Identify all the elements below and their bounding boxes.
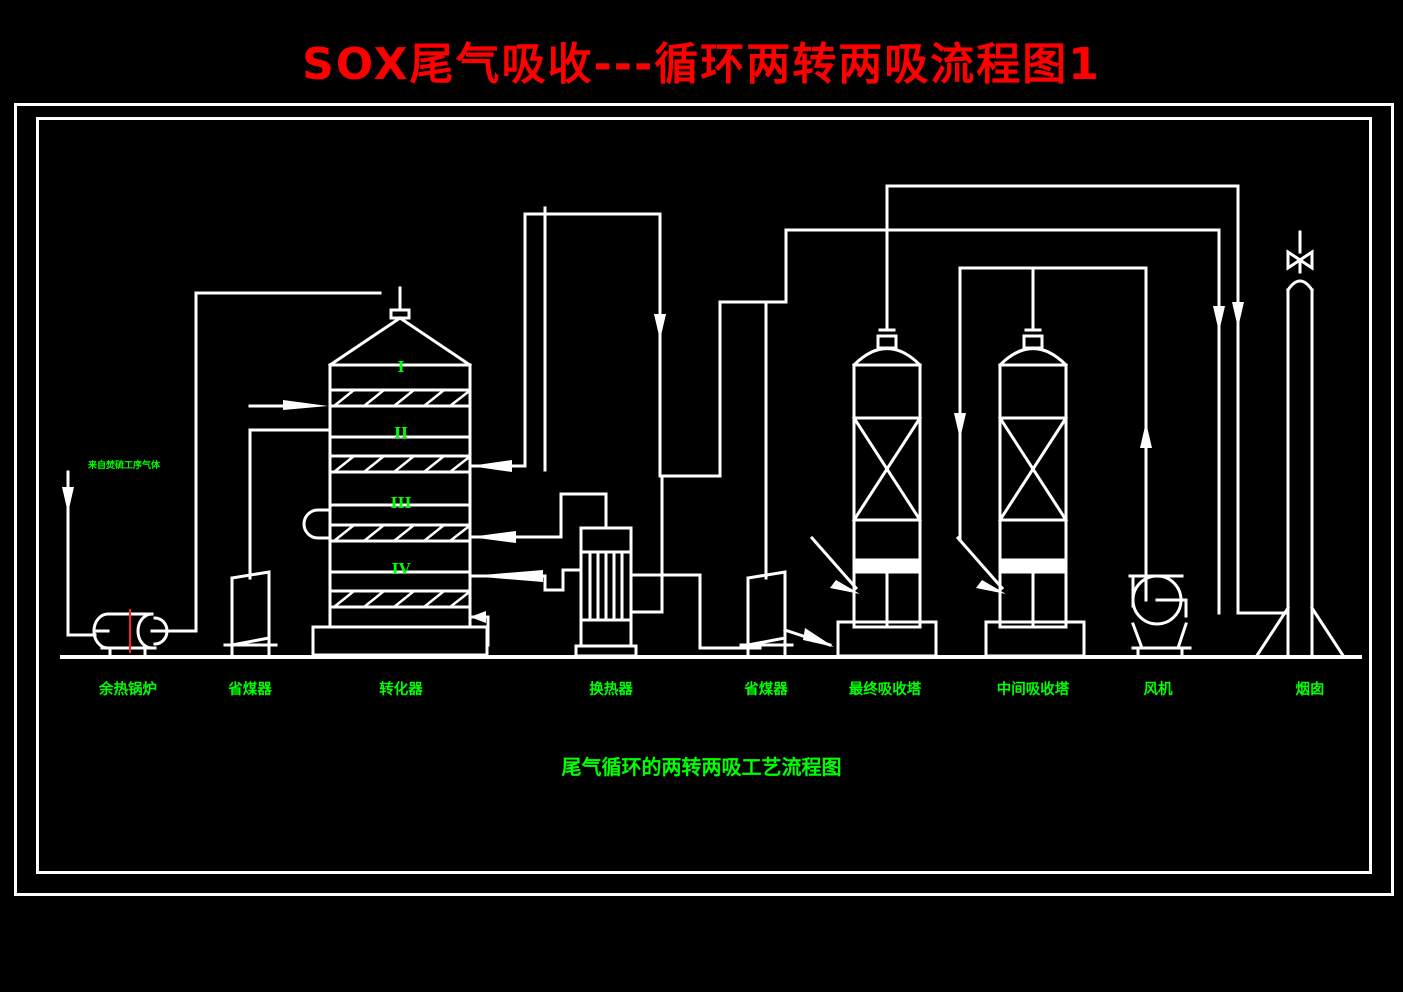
converter-bed-2-label: II xyxy=(393,424,409,442)
converter-outlet-arrow-heads xyxy=(470,460,543,623)
converter-bed-1-catalyst xyxy=(332,388,470,408)
equipment-label-converter: 转化器 xyxy=(379,682,423,698)
equipment-label-intermediate-absorber: 中间吸收塔 xyxy=(996,682,1070,698)
converter-side-loop xyxy=(302,508,332,540)
economizer-1-outlet-pipe xyxy=(248,428,332,562)
intermediate-absorber-gas-inlet-arrow xyxy=(955,535,1006,594)
heat-exchanger-symbol xyxy=(516,474,702,658)
equipment-label-economizer-1: 省煤器 xyxy=(228,682,272,698)
converter-bed-1-label: I xyxy=(397,358,405,376)
equipment-label-chimney: 烟囱 xyxy=(1295,682,1325,698)
economizer-2-outlet-pipe xyxy=(698,628,834,650)
final-absorption-tower-symbol xyxy=(836,310,938,658)
intermediate-absorber-inlet-from-top xyxy=(954,266,1035,542)
economizer-2-symbol xyxy=(739,300,794,659)
equipment-label-economizer-2: 省煤器 xyxy=(744,682,788,698)
border-frame-inner xyxy=(36,117,1372,874)
intermediate-absorption-tower-symbol xyxy=(984,310,1086,658)
converter-bed-3-label: III xyxy=(390,494,412,512)
final-absorber-outlet-pipe xyxy=(885,184,1290,615)
inlet-stream-label: 来自焚硫工序气体 xyxy=(88,461,161,471)
page-title: SOX尾气吸收---循环两转两吸流程图1 xyxy=(302,39,1101,90)
diagram-caption: 尾气循环的两转两吸工艺流程图 xyxy=(561,755,842,779)
converter-bed-4-label: IV xyxy=(391,560,411,578)
equipment-label-waste-heat-boiler: 余热锅炉 xyxy=(99,682,157,698)
inlet-pipe xyxy=(62,470,97,637)
border-frame-outer xyxy=(14,103,1394,896)
converter-bed-3-catalyst xyxy=(332,523,470,543)
boiler-to-economizer-pipe xyxy=(166,291,382,633)
converter-bed-4-catalyst xyxy=(332,589,470,609)
fan-symbol xyxy=(1128,574,1192,659)
chimney-symbol xyxy=(1253,230,1347,660)
equipment-label-heat-exchanger: 换热器 xyxy=(589,682,633,698)
equipment-label-final-absorber: 最终吸收塔 xyxy=(848,682,922,698)
converter-bed1-outlet-pipe xyxy=(510,212,788,478)
chimney-valve-icon xyxy=(1286,249,1314,271)
top-return-header xyxy=(784,228,1225,615)
equipment-label-fan: 风机 xyxy=(1143,682,1173,698)
converter-bed-2-catalyst xyxy=(332,454,470,474)
economizer-1-symbol xyxy=(223,558,278,659)
final-absorber-gas-inlet-arrow xyxy=(809,535,860,594)
converter-inlet-arrows xyxy=(283,400,328,410)
intermediate-absorber-outlet-pipe xyxy=(1031,266,1152,594)
